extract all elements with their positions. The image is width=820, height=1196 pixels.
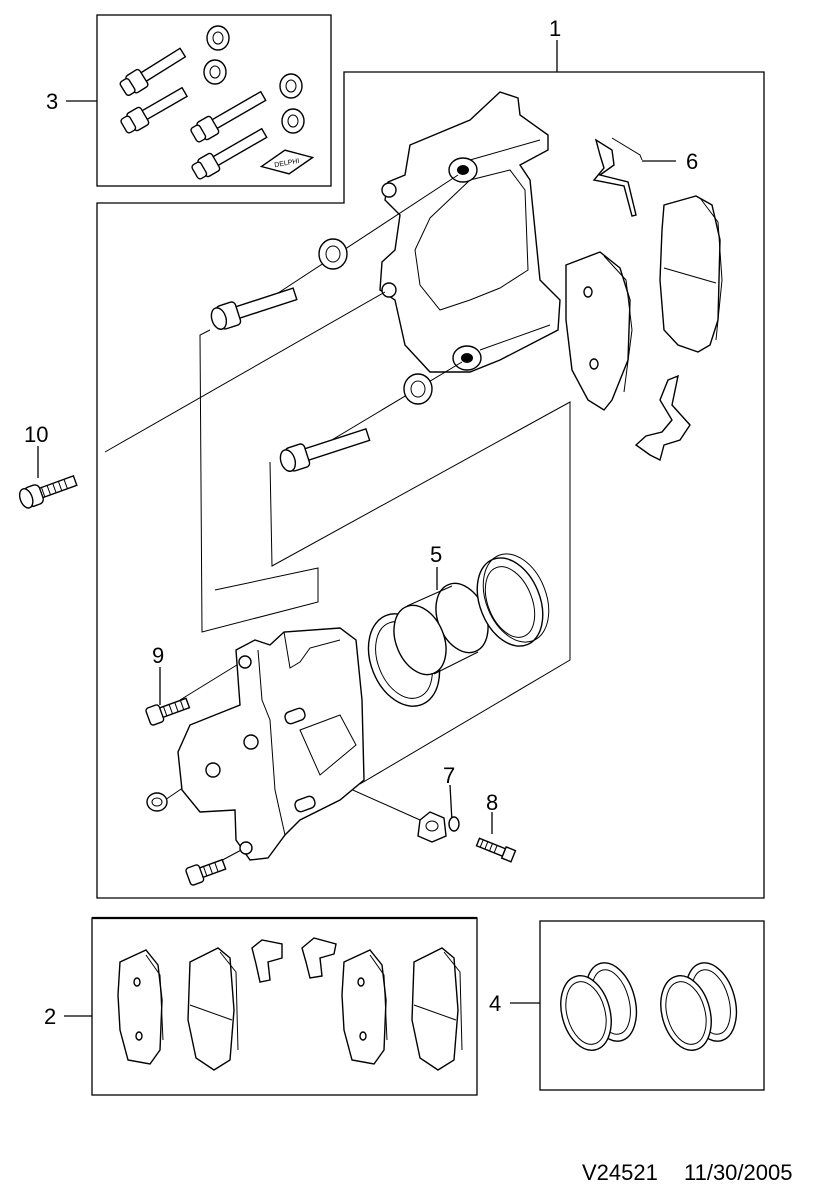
pad xyxy=(341,949,387,1065)
callout-10: 10 xyxy=(24,422,48,447)
upper-pin-boot xyxy=(318,238,348,270)
kit-box-2-frame xyxy=(91,917,478,1096)
outer-brake-pad xyxy=(659,195,723,353)
bleeder-screw xyxy=(475,837,517,863)
main-assembly-frame xyxy=(96,71,765,899)
callout-1: 1 xyxy=(549,16,561,41)
callout-7: 7 xyxy=(443,763,455,788)
callout-4: 4 xyxy=(489,991,501,1016)
caliper-bolt-lower xyxy=(185,858,227,886)
pad-clip-upper xyxy=(592,137,643,217)
seal-kit-contents xyxy=(560,962,738,1051)
guide-pin xyxy=(119,47,187,97)
bracket-bolt xyxy=(18,474,78,509)
boot xyxy=(281,108,305,134)
boot xyxy=(206,25,230,51)
pad xyxy=(411,947,459,1071)
pad xyxy=(117,949,163,1065)
bleeder-cap xyxy=(146,792,168,812)
lower-guide-pin xyxy=(279,428,371,472)
caliper-bracket xyxy=(379,91,561,373)
grease-sachet: DELPHI xyxy=(259,149,315,175)
pad-clip-lower xyxy=(634,374,691,462)
callout-3: 3 xyxy=(46,89,58,114)
drawing-id: V24521 xyxy=(582,1160,658,1185)
brake-hose-fitting xyxy=(417,811,460,843)
callout-8: 8 xyxy=(486,790,498,815)
pad-clip xyxy=(251,939,283,983)
boot xyxy=(203,59,227,85)
callout-5: 5 xyxy=(430,542,442,567)
guide-pin-kit-contents: DELPHI xyxy=(119,25,315,180)
piston-dust-boot xyxy=(476,553,550,647)
upper-guide-pin xyxy=(210,287,298,330)
pad xyxy=(187,947,235,1071)
piston xyxy=(393,582,489,676)
caliper-housing xyxy=(177,627,365,861)
guide-pin xyxy=(190,90,267,143)
pad-kit-contents xyxy=(117,937,463,1071)
kit-box-4-frame xyxy=(539,920,765,1091)
callout-9: 9 xyxy=(152,643,164,668)
guide-pin xyxy=(191,127,268,180)
pad-clip xyxy=(301,937,337,979)
callout-6: 6 xyxy=(686,149,698,174)
inner-brake-pad xyxy=(565,251,633,411)
lower-pin-boot xyxy=(403,373,433,405)
caliper-bolt-upper xyxy=(145,697,191,726)
leader-lines xyxy=(37,40,676,1017)
sachet-label: DELPHI xyxy=(274,158,300,169)
callout-2: 2 xyxy=(44,1004,56,1029)
drawing-date: 11/30/2005 xyxy=(684,1160,792,1185)
guide-pin xyxy=(120,86,189,134)
boot xyxy=(279,73,303,99)
